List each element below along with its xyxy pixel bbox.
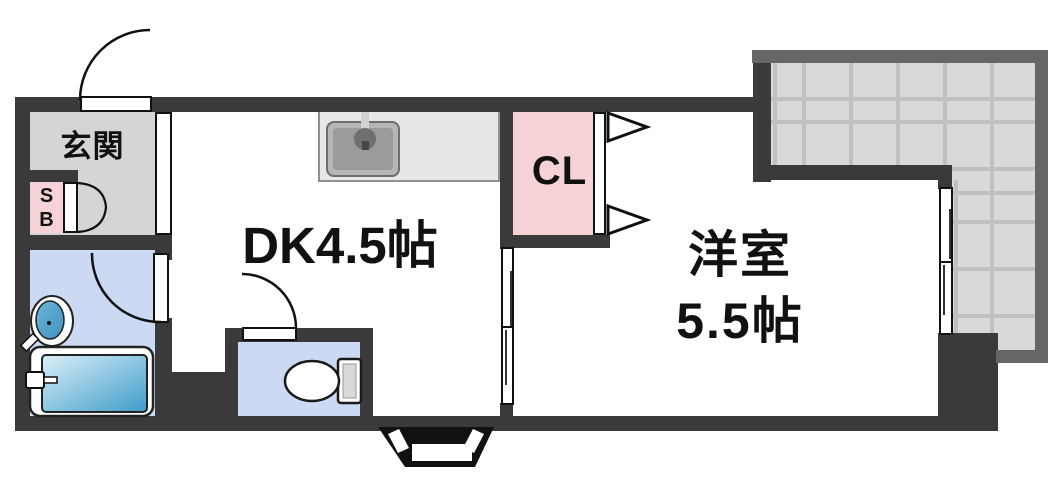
wall-bottom-right-block [938,333,998,416]
wall-balcony-left [753,63,771,182]
wall-balcony-inner [753,165,952,180]
wall-bath-right-lower [155,318,172,416]
closet-room [513,112,593,235]
bathroom-door [153,253,169,323]
wall-below-slider [500,403,513,416]
entrance-door [80,96,152,112]
wall-top-left [15,97,80,112]
wall-above-shoebox [30,170,78,182]
balcony-outer-top [752,50,1048,63]
wall-toilet-right [360,342,373,416]
kitchen-faucet-stem [361,108,369,134]
genkan-label: 玄関 [60,129,125,164]
toilet-door-arc-icon [241,272,298,329]
closet-folding-door-icon [606,110,652,237]
wall-above-window [938,178,952,189]
genkan-step [155,112,172,235]
entrance-door-arc-icon [78,28,151,101]
wall-genkan-bath [15,235,172,250]
wall-top-main [152,97,753,112]
bathroom [30,250,157,416]
dk-label: DK4.5帖 [242,217,438,274]
sliding-door [501,247,514,405]
bay-window-icon [378,427,494,467]
balcony-right [952,180,1035,350]
wall-toilet-left [225,342,238,416]
balcony-outer-right [1035,50,1048,363]
closet-door-panel [593,112,606,235]
wall-left [15,97,30,431]
shoe-box-label-s: S [39,185,54,207]
balcony-sliding-window [939,187,953,335]
balcony-outer-bottom [996,350,1048,363]
toilet-room [238,342,360,416]
kitchen-faucet-icon [354,128,376,150]
toilet-door [242,327,297,341]
wall-closet-bottom [500,235,610,248]
wall-dk-closet [500,97,513,249]
shoe-box-label-b: B [39,209,54,231]
closet-label: CL [531,149,588,193]
western-room-label-line1: 洋室 [688,227,792,283]
wall-bottom [15,416,998,431]
shoe-box: S B [30,182,63,233]
balcony-upper [771,63,1035,180]
western-room-label-line2: 5.5帖 [676,293,804,349]
kitchen-faucet-spout [362,141,369,150]
shoebox-door-panel [63,182,78,233]
western-room-label: 洋室 5.5帖 [618,222,862,354]
